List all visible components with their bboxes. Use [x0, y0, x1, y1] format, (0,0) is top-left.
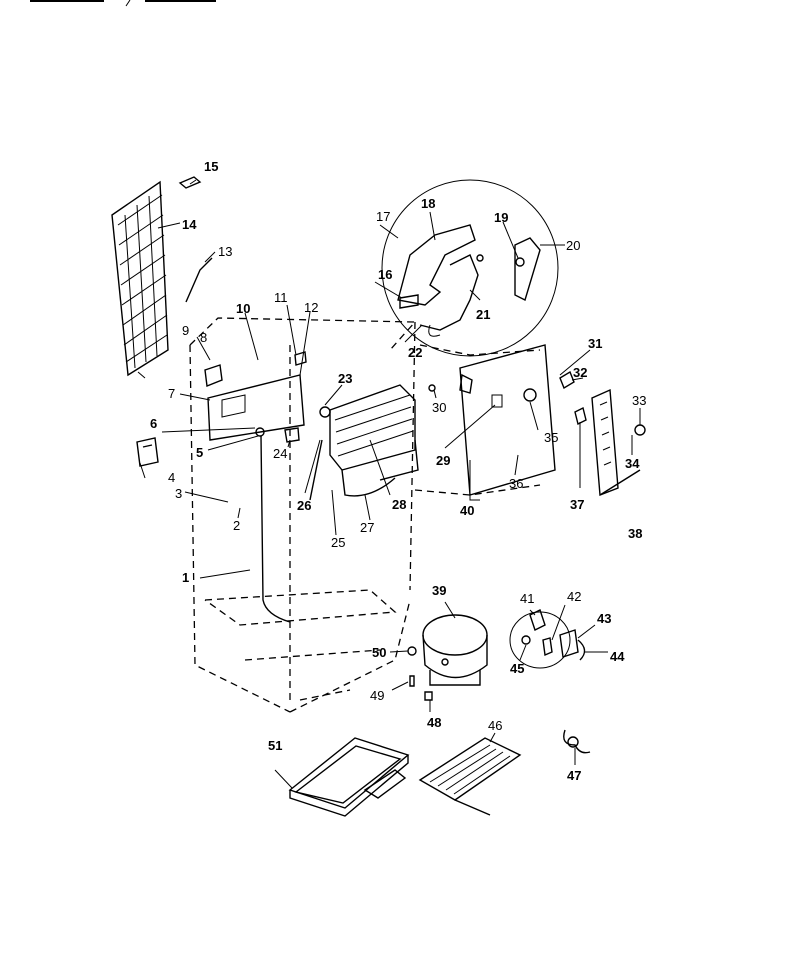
- label-16: 16: [378, 267, 392, 282]
- screw-50: [407, 646, 417, 656]
- label-3: 3: [175, 486, 182, 501]
- label-51: 51: [268, 738, 282, 753]
- relay-overload-parts: [509, 609, 586, 669]
- compressor: [422, 614, 488, 686]
- drain-pan: [288, 737, 410, 817]
- label-8: 8: [200, 330, 207, 345]
- label-27: 27: [360, 520, 374, 535]
- part-33: [634, 424, 646, 436]
- label-18: 18: [421, 196, 435, 211]
- tube-26: [309, 439, 323, 501]
- header-rule-marks: [30, 0, 216, 7]
- label-14: 14: [182, 217, 197, 232]
- label-5: 5: [196, 445, 203, 460]
- label-15: 15: [204, 159, 218, 174]
- label-6: 6: [150, 416, 157, 431]
- back-panel: [459, 344, 556, 496]
- control-box: [207, 374, 305, 623]
- part-32: [559, 370, 575, 390]
- leader-lines: [139, 179, 641, 789]
- label-46: 46: [488, 718, 502, 733]
- label-41: 41: [520, 591, 534, 606]
- condenser-coil: [111, 180, 169, 379]
- part-24: [284, 427, 300, 443]
- label-35: 35: [544, 430, 558, 445]
- label-31: 31: [588, 336, 602, 351]
- label-1: 1: [182, 570, 189, 585]
- label-47: 47: [567, 768, 581, 783]
- callout-labels: 15 14 13 11 12 10 9 8 7 6 5 4 3 2 1 23 2…: [150, 159, 646, 783]
- label-42: 42: [567, 589, 581, 604]
- part-37: [574, 406, 587, 426]
- label-44: 44: [610, 649, 625, 664]
- cabinet-outline: [189, 317, 541, 713]
- label-4: 4: [168, 470, 175, 485]
- label-32: 32: [573, 365, 587, 380]
- label-12: 12: [304, 300, 318, 315]
- label-30: 30: [432, 400, 446, 415]
- label-48: 48: [427, 715, 441, 730]
- label-24: 24: [273, 446, 287, 461]
- label-7: 7: [168, 386, 175, 401]
- label-38: 38: [628, 526, 642, 541]
- label-13: 13: [218, 244, 232, 259]
- grommet-48: [424, 691, 433, 701]
- label-26: 26: [297, 498, 311, 513]
- part-47: [563, 729, 591, 754]
- wire-13: [185, 257, 213, 303]
- label-21: 21: [476, 307, 490, 322]
- label-20: 20: [566, 238, 580, 253]
- clip-15: [178, 176, 202, 189]
- label-49: 49: [370, 688, 384, 703]
- label-39: 39: [432, 583, 446, 598]
- bracket-8: [204, 364, 223, 387]
- label-50: 50: [372, 645, 386, 660]
- kick-plate-grille: [418, 737, 522, 816]
- label-33: 33: [632, 393, 646, 408]
- grommet-49: [409, 675, 415, 687]
- label-2: 2: [233, 518, 240, 533]
- label-37: 37: [570, 497, 584, 512]
- label-28: 28: [392, 497, 406, 512]
- part-11: [294, 351, 307, 366]
- label-43: 43: [597, 611, 611, 626]
- label-34: 34: [625, 456, 640, 471]
- label-36: 36: [509, 476, 523, 491]
- detail-inset: [381, 179, 559, 357]
- label-45: 45: [510, 661, 524, 676]
- fan-coil-assembly: [319, 384, 419, 497]
- label-22: 22: [408, 345, 422, 360]
- label-11: 11: [274, 290, 288, 305]
- bracket-4: [136, 437, 159, 467]
- label-25: 25: [331, 535, 345, 550]
- label-17: 17: [376, 209, 390, 224]
- strip-38: [591, 388, 641, 496]
- label-10: 10: [236, 301, 250, 316]
- part-30: [428, 384, 436, 392]
- label-19: 19: [494, 210, 508, 225]
- label-40: 40: [460, 503, 474, 518]
- label-9: 9: [182, 323, 189, 338]
- label-29: 29: [436, 453, 450, 468]
- label-23: 23: [338, 371, 352, 386]
